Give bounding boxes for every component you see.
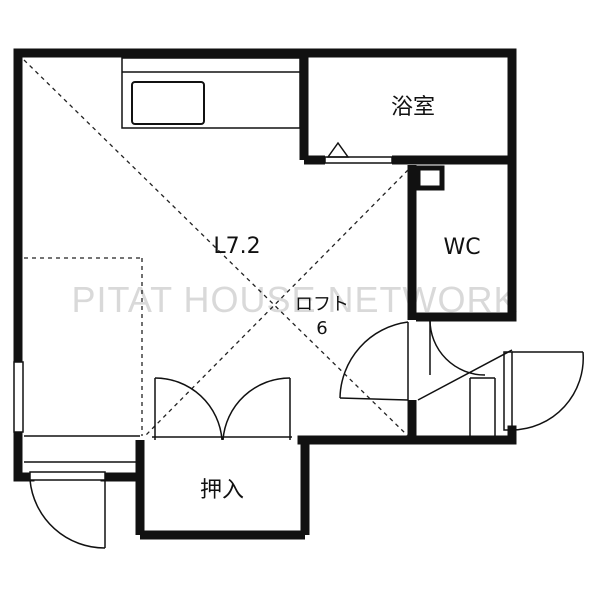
bath-walls [299,53,512,165]
kitchen-counter [121,57,301,129]
closet-label: 押入 [200,478,244,503]
outer-walls [13,48,517,482]
storage-dashed [24,257,143,436]
loft-diagonals [23,59,409,437]
closet-doors [152,377,292,441]
loft-label: ロフト [295,294,349,315]
front-door [29,471,106,549]
left-window [13,361,24,433]
wc-door [339,321,409,401]
closet-walls [135,440,310,540]
living-label: L7.2 [213,234,260,259]
loft-size-label: 6 [316,318,327,339]
wc-label: WC [443,235,480,260]
bath-label: 浴室 [391,95,435,120]
wc-walls [407,165,512,440]
bath-door [324,141,393,164]
right-entry-door [417,319,584,436]
pipe-shaft [415,165,445,191]
